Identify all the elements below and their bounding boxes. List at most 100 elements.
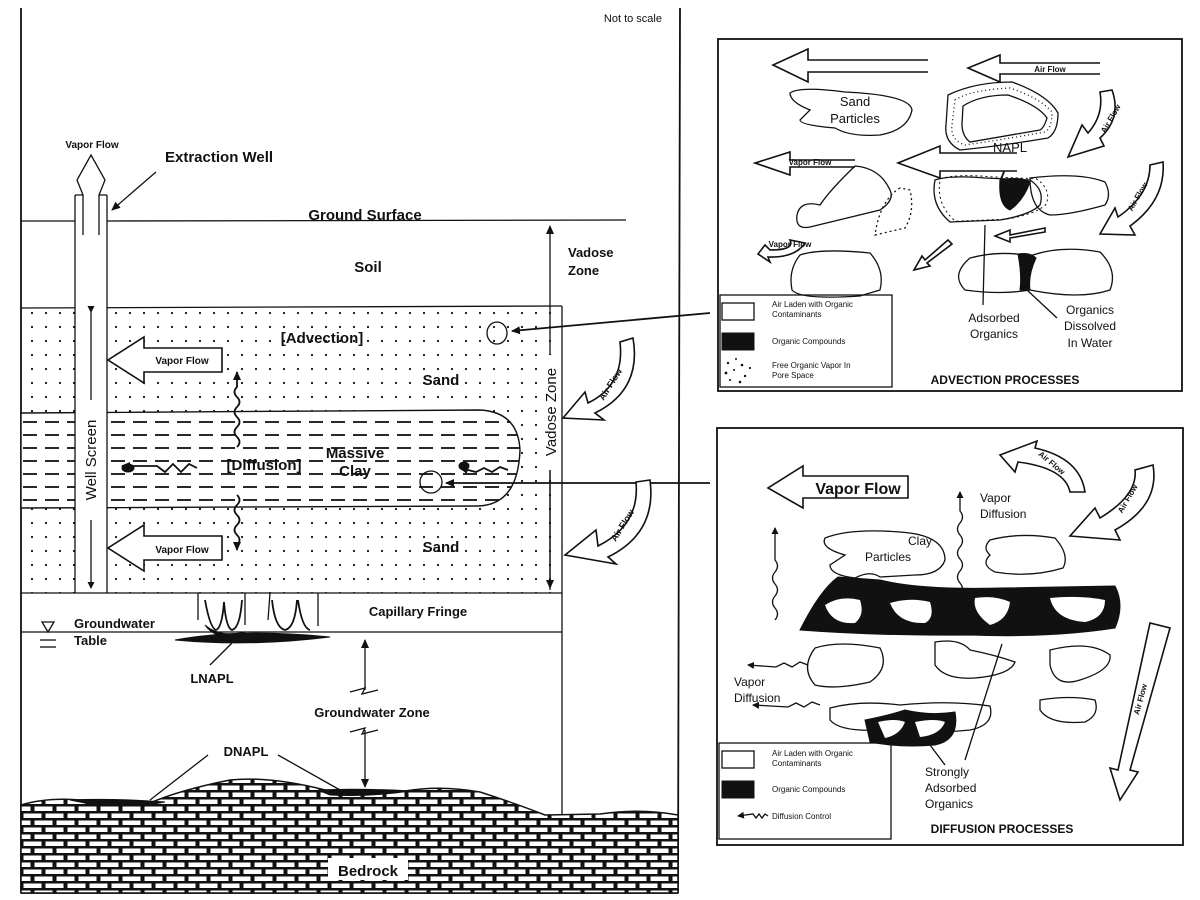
dnapl-label: DNAPL (224, 744, 269, 759)
break-mark-lower (349, 727, 379, 735)
lnapl-label: LNAPL (190, 671, 233, 686)
small-flow-arrow-2 (912, 238, 954, 272)
clay-pore-4 (1050, 596, 1105, 622)
sand-particle-1 (789, 88, 913, 136)
clay-particle-4 (934, 640, 1016, 679)
legend-swatch-dots (724, 358, 752, 384)
vapor-diffusion-squiggle-top (956, 491, 964, 596)
air-flow-arrow-diff-3 (1108, 622, 1171, 802)
vapor-diffusion-squiggle-left-2 (752, 701, 821, 709)
well-screen-label-bg (82, 400, 100, 520)
advection-magnifier-circle (486, 321, 508, 345)
vapor-diffusion-top-2: Diffusion (980, 507, 1026, 521)
sand-particles-label-1: Sand (840, 94, 870, 109)
clay-particle-5 (1049, 645, 1111, 683)
strongly-adsorbed-label-3: Organics (925, 797, 973, 811)
capillary-fringe-label: Capillary Fringe (369, 604, 467, 619)
advection-legend: Air Laden with Organic Contaminants Orga… (719, 294, 893, 388)
ground-surface-line (106, 219, 627, 222)
vapor-diffusion-squiggle-left-1 (747, 661, 809, 669)
sand-particle-3 (796, 165, 892, 229)
vapor-flow-top-label: Vapor Flow (65, 140, 119, 151)
massive-clay-label-2: Clay (339, 463, 371, 480)
clay-particle-3 (806, 643, 884, 688)
adsorbed-organics-lower (864, 709, 957, 747)
advection-legend-box (719, 294, 893, 388)
sand-particles-label-2: Particles (830, 111, 880, 126)
frame-right-border (677, 7, 681, 894)
groundwater-table-label-2: Table (74, 633, 107, 648)
air-flow-arrow-diff-2 (1068, 463, 1155, 541)
sand-particle-4-coat (938, 175, 1049, 222)
clay-particle-2 (985, 534, 1066, 575)
vapor-flow-arrow-2 (756, 238, 807, 265)
vapor-diffusion-top-1: Vapor (980, 491, 1011, 505)
lnapl-plume (174, 592, 331, 644)
legend-swatch-open (721, 302, 755, 321)
diffusion-panel-frame (716, 427, 1184, 846)
air-flow-arrow-right-2 (1098, 161, 1164, 236)
legend-swatch-filled-2 (721, 780, 755, 799)
free-vapor-stream (874, 187, 913, 236)
diffusion-squiggle-up (233, 371, 241, 448)
diffusion-squiggle-left (121, 462, 198, 474)
clay-particles-label-2: Particles (865, 550, 911, 564)
vapor-flow-arrow-1 (752, 150, 855, 177)
legend2-air-laden-1: Air Laden with Organic (772, 749, 853, 758)
lnapl-pointer (209, 642, 233, 666)
air-flow-arrow-lower: Air Flow (563, 479, 652, 566)
diffusion-processes-panel: Vapor Flow Air Flow Air Flow Air Flow Va… (716, 427, 1184, 846)
sand-lower-label: Sand (423, 539, 460, 556)
legend2-diffusion-control: Diffusion Control (772, 812, 831, 821)
extraction-well-label: Extraction Well (165, 149, 273, 166)
vapor-diffusion-left-1: Vapor (734, 675, 765, 689)
adsorbed-organics-label-1: Adsorbed (968, 311, 1019, 325)
small-flow-arrow-1 (992, 227, 1046, 244)
napl-label: NAPL (993, 140, 1027, 155)
bedrock-label-bg (328, 858, 408, 880)
legend-free-vapor-1: Free Organic Vapor In (772, 361, 851, 370)
clay-pore-3 (974, 597, 1010, 625)
advection-arrow-mid (895, 144, 1017, 180)
groundwater-zone-label: Groundwater Zone (314, 705, 430, 720)
water-table-symbol-icon (40, 621, 56, 634)
strongly-adsorbed-pointer-2 (964, 643, 1003, 761)
napl-blob (999, 177, 1031, 211)
legend-swatch-open-2 (721, 750, 755, 769)
adsorbed-organics-pointer (982, 224, 986, 306)
diffusion-squiggle-down (233, 494, 241, 551)
advection-arrow-top-left (771, 47, 928, 84)
sand-particle-6 (790, 250, 882, 298)
vadose-zone-vertical-label: Vadose Zone (543, 368, 560, 456)
massive-clay-label-1: Massive (326, 445, 384, 462)
dissolved-organics-blob (1017, 253, 1037, 291)
vadose-zone-label-2: Zone (568, 263, 599, 278)
not-to-scale-note: Not to scale (604, 13, 662, 25)
soil-label: Soil (354, 259, 382, 276)
sand-particle-coated-outer (951, 87, 1053, 146)
legend2-air-laden-2: Contaminants (772, 759, 821, 768)
extraction-well-pointer (111, 171, 157, 211)
vapor-flow-1-label: Vapor Flow (789, 158, 832, 167)
groundwater-table-label-1: Groundwater (74, 616, 155, 631)
legend-free-vapor-2: Pore Space (772, 371, 814, 380)
diffusion-magnifier-circle (419, 470, 443, 494)
strongly-adsorbed-label-2: Adsorbed (925, 781, 976, 795)
dnapl-pointer-2 (277, 754, 341, 791)
diffusion-blob-left (121, 463, 135, 473)
vapor-flow-lower-label: Vapor Flow (155, 545, 209, 556)
clay-particle-6 (1039, 696, 1097, 724)
diffusion-label: [Diffusion] (227, 457, 302, 474)
massive-clay-lens (20, 409, 521, 509)
sand-particle-2-coat (945, 81, 1059, 151)
vadose-zone-label-1: Vadose (568, 245, 614, 260)
sand-top-boundary (20, 305, 563, 309)
advection-panel-title: ADVECTION PROCESSES (931, 373, 1080, 387)
vapor-diffusion-left-2: Diffusion (734, 691, 780, 705)
vapor-flow-2-label: Vapor Flow (769, 240, 812, 249)
bedrock-label: Bedrock (338, 863, 399, 880)
legend-air-laden-2: Contaminants (772, 310, 821, 319)
sand-particle-2 (961, 94, 1048, 143)
vapor-flow-upper-label: Vapor Flow (155, 356, 209, 367)
